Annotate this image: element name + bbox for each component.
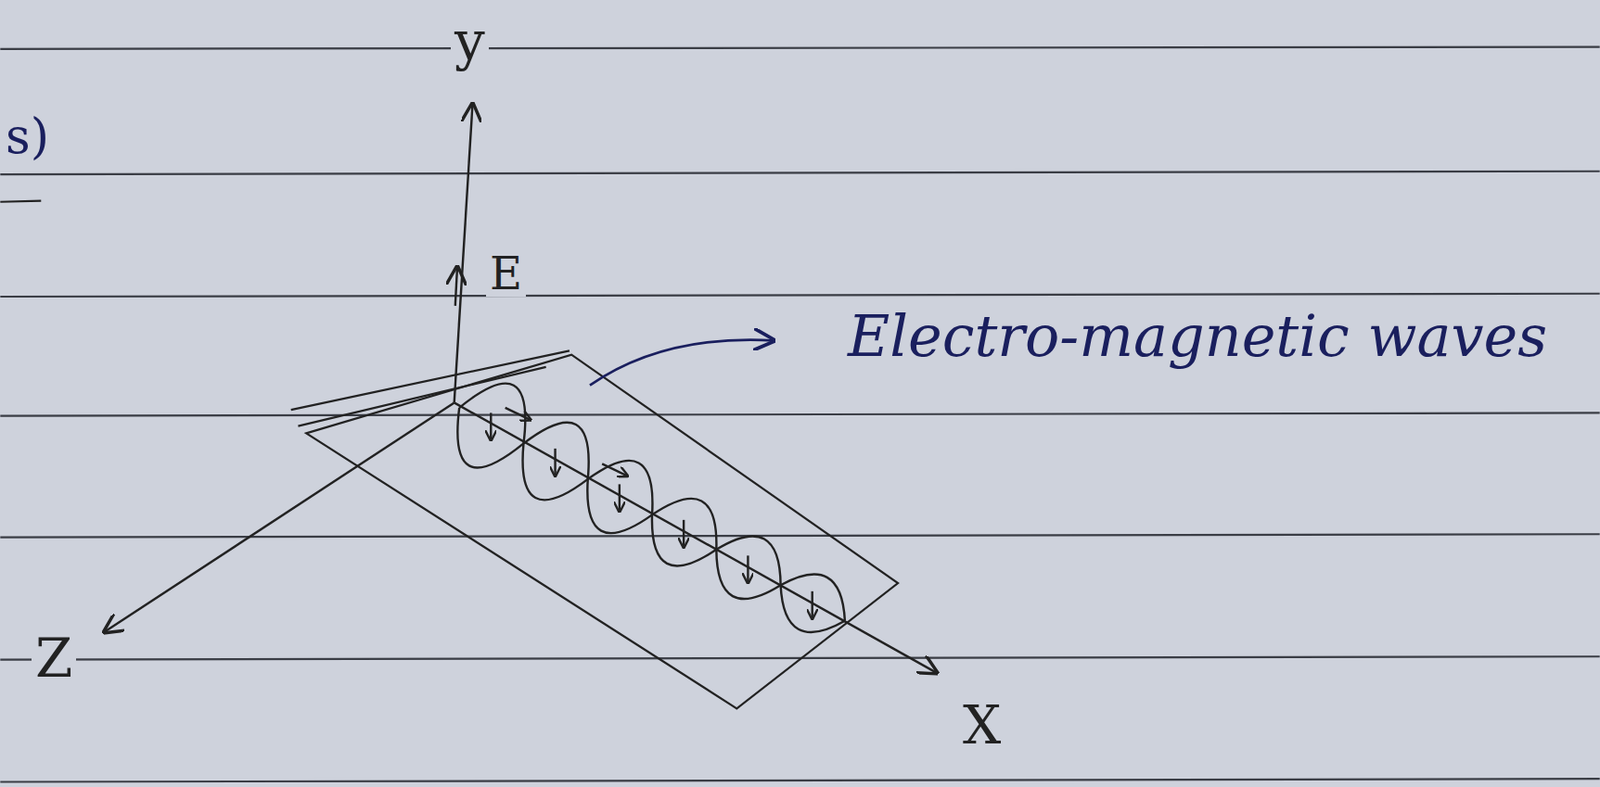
wave-plane [291, 350, 898, 709]
pointer-arrow [589, 340, 774, 386]
question-number: s) [1, 111, 53, 163]
axis-label: X [959, 697, 1005, 755]
axes [103, 103, 936, 674]
axis-label: Z [31, 630, 77, 688]
axis-label: y [450, 12, 489, 70]
field-label: E [486, 250, 526, 297]
wave-label: Electro-magnetic waves [799, 306, 1596, 367]
ruled-lines [0, 47, 1600, 783]
underline [0, 201, 41, 203]
em-wave [457, 384, 845, 633]
